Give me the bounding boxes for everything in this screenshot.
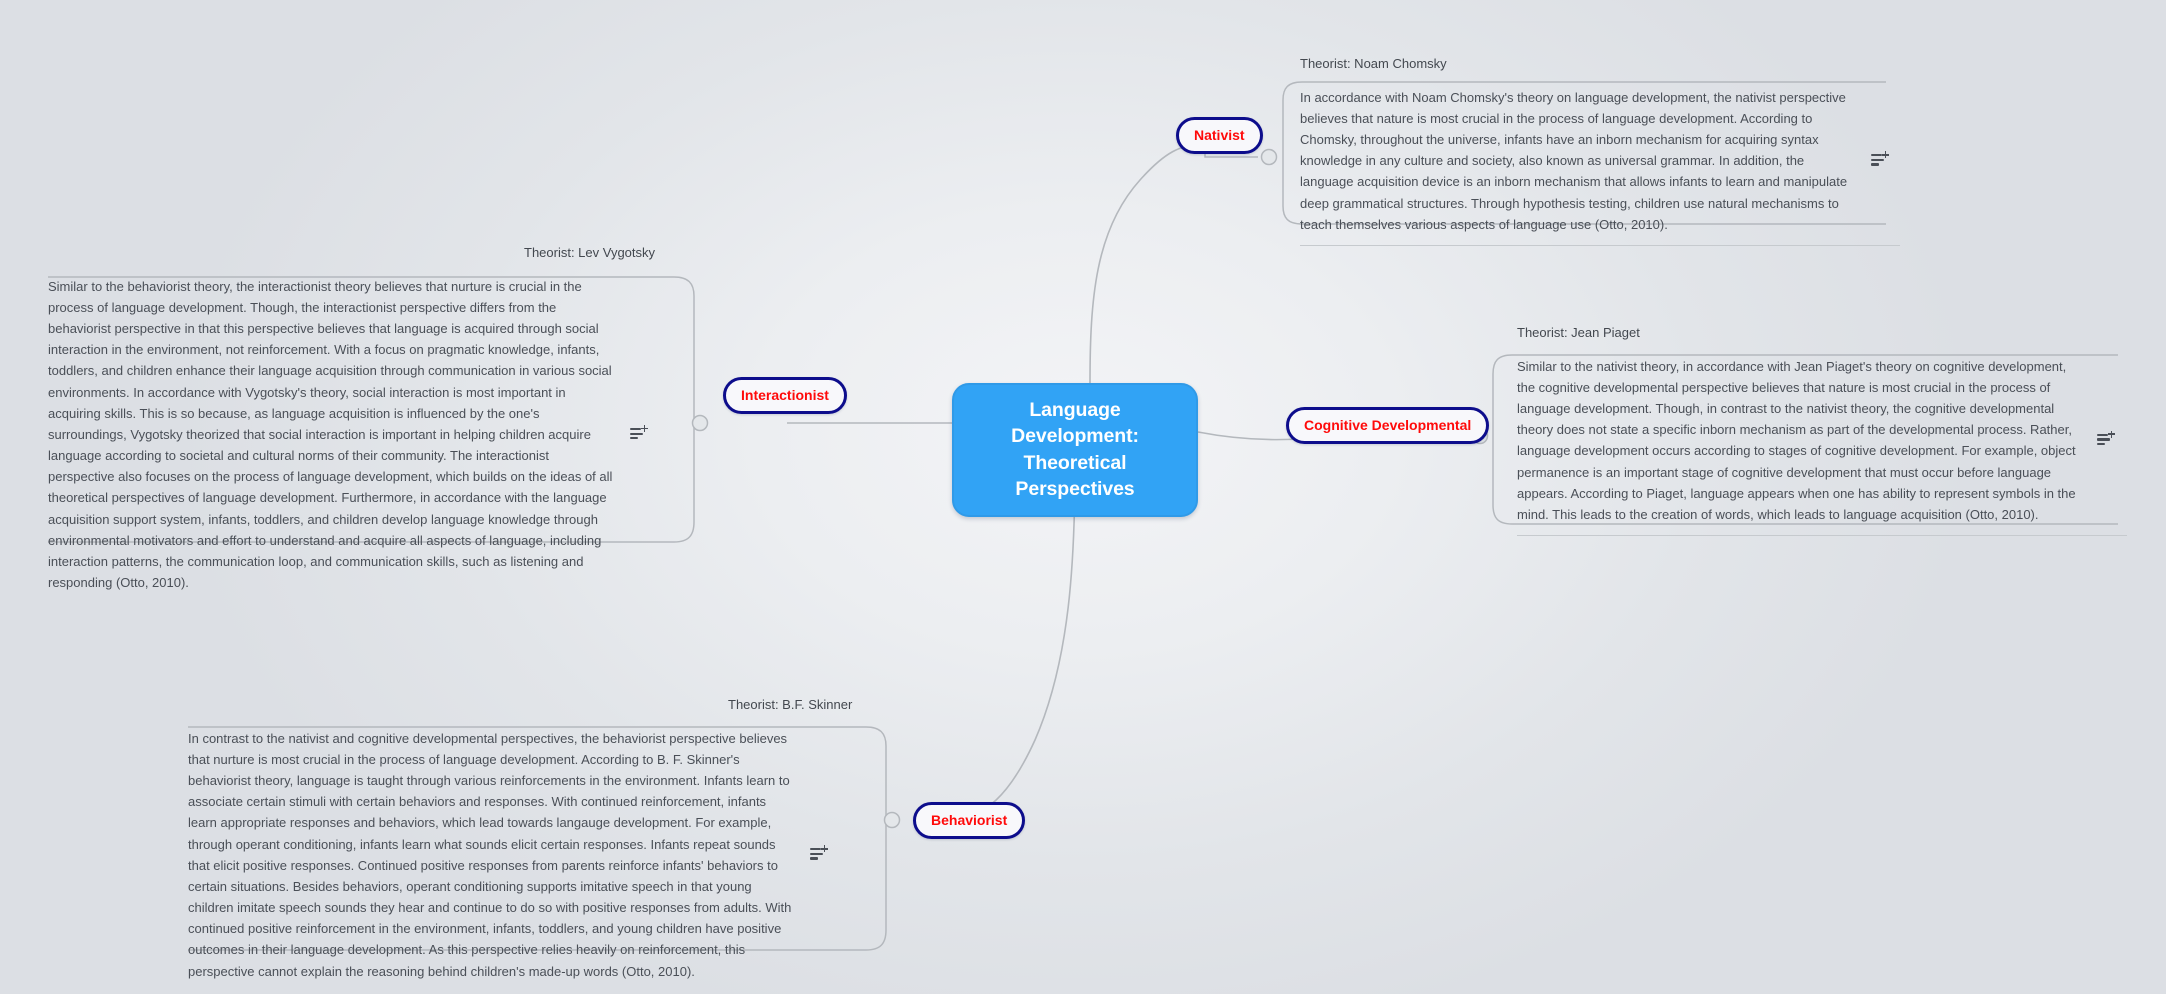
branch-node-cognitive-developmental[interactable]: Cognitive Developmental <box>1286 407 1490 444</box>
note-block-nativist: Theorist: Noam Chomsky In accordance wit… <box>1300 56 1900 246</box>
note-row-behaviorist: In contrast to the nativist and cognitiv… <box>188 728 828 982</box>
branch-label-cognitive-developmental: Cognitive Developmental <box>1304 417 1472 433</box>
note-block-cognitive-developmental: Theorist: Jean Piaget Similar to the nat… <box>1517 325 2127 537</box>
note-block-behaviorist: Theorist: B.F. Skinner In contrast to th… <box>188 697 853 982</box>
theorist-label-nativist: Theorist: Noam Chomsky <box>1300 56 1447 71</box>
connector-dot-nativist <box>1260 148 1278 166</box>
central-node-title-line2: Theoretical Perspectives <box>1015 451 1135 500</box>
note-divider-cognitive-developmental <box>1517 535 2127 537</box>
note-text-interactionist: Similar to the behaviorist theory, the i… <box>48 278 613 591</box>
note-divider-nativist <box>1300 244 1900 246</box>
note-row-interactionist: Similar to the behaviorist theory, the i… <box>48 276 648 594</box>
central-node-title-line1: Language Development: <box>1011 399 1139 448</box>
central-node[interactable]: Language Development: Theoretical Perspe… <box>952 383 1198 518</box>
theorist-label-cognitive-developmental: Theorist: Jean Piaget <box>1517 325 1640 340</box>
theorist-label-interactionist: Theorist: Lev Vygotsky <box>524 245 656 260</box>
note-row-nativist: In accordance with Noam Chomsky's theory… <box>1300 87 1900 235</box>
add-note-icon[interactable] <box>810 845 828 862</box>
note-text-nativist: In accordance with Noam Chomsky's theory… <box>1300 89 1848 232</box>
note-block-interactionist: Theorist: Lev Vygotsky Similar to the be… <box>48 245 656 594</box>
branch-node-nativist[interactable]: Nativist <box>1176 117 1263 154</box>
branch-node-behaviorist[interactable]: Behaviorist <box>913 802 1026 839</box>
connector-dot-behaviorist <box>883 811 901 829</box>
branch-node-interactionist[interactable]: Interactionist <box>723 377 847 414</box>
add-note-icon[interactable] <box>1871 151 1889 168</box>
connector-dot-interactionist <box>691 414 709 432</box>
add-note-icon[interactable] <box>2097 430 2115 448</box>
branch-label-behaviorist: Behaviorist <box>931 812 1008 828</box>
note-text-cognitive-developmental: Similar to the nativist theory, in accor… <box>1517 358 2076 522</box>
wire-central-nativist <box>1089 142 1206 384</box>
note-row-cognitive-developmental: Similar to the nativist theory, in accor… <box>1517 356 2127 526</box>
theorist-label-behaviorist: Theorist: B.F. Skinner <box>728 697 853 712</box>
branch-label-nativist: Nativist <box>1194 127 1245 143</box>
add-note-icon[interactable] <box>630 425 648 442</box>
note-text-behaviorist: In contrast to the nativist and cognitiv… <box>188 730 792 979</box>
branch-label-interactionist: Interactionist <box>741 387 829 403</box>
